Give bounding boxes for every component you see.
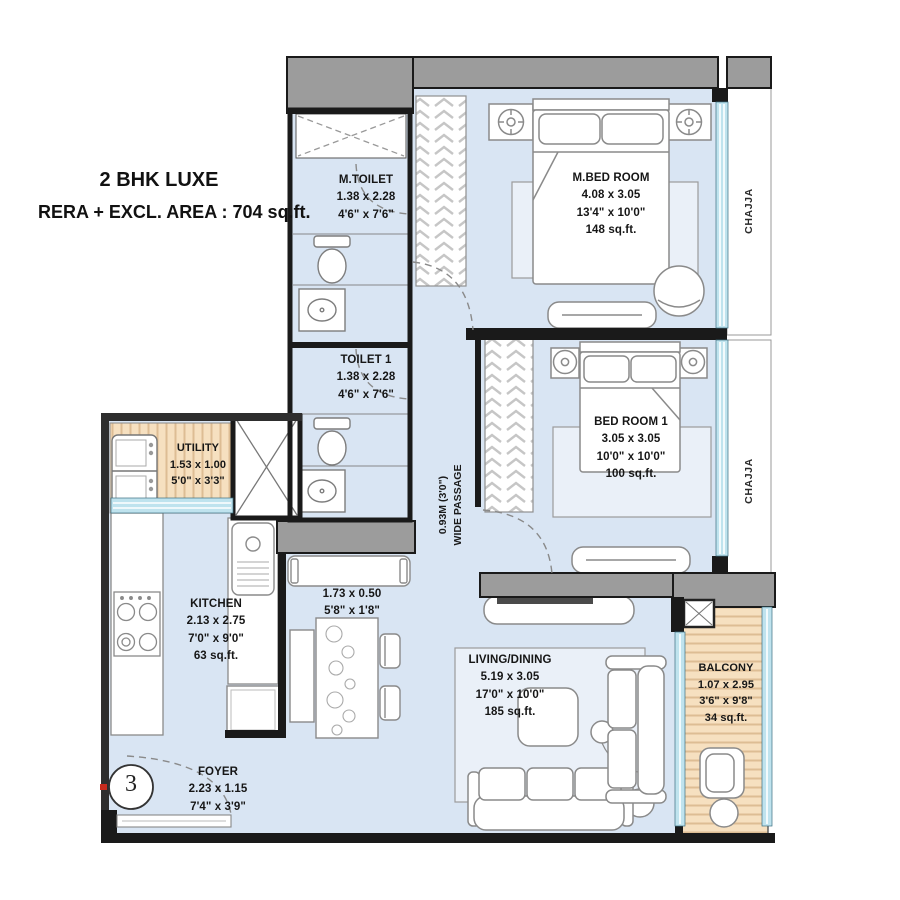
sink-icon (231, 522, 275, 596)
window (715, 339, 729, 557)
room-label-toilet1: TOILET 1 1.38 x 2.28 4'6" x 7'6" (336, 354, 396, 401)
room-label-living-dining: LIVING/DINING 5.19 x 3.05 17'0" x 10'0" … (468, 654, 552, 718)
window (674, 631, 686, 827)
balcony-chair-icon (699, 747, 745, 799)
living-furniture (467, 595, 667, 831)
fridge-icon (226, 685, 280, 735)
kitchen-platform-icon (287, 555, 411, 587)
wc-icon (313, 417, 351, 466)
toilet-fixtures (293, 113, 409, 513)
lamp-icon (675, 108, 703, 136)
wc-icon (313, 235, 351, 284)
room-label-bedroom1: BED ROOM 1 3.05 x 3.05 10'0" x 10'0" 100… (594, 416, 668, 480)
door-swing-arcs (126, 163, 553, 815)
sofa-icon (467, 767, 634, 831)
dresser-icon (547, 301, 657, 329)
wardrobe-icons (415, 95, 534, 513)
dining-furniture (287, 555, 411, 739)
tv-console-icon (483, 595, 635, 625)
stove-icon (113, 591, 161, 657)
entrance-door-leaf (116, 814, 232, 828)
room-label-balcony: BALCONY 1.07 x 2.95 3'6" x 9'8" 34 sq.ft… (697, 662, 755, 724)
lamp-icon (552, 349, 578, 375)
washing-machine-icon (111, 434, 158, 508)
balcony-railing (761, 606, 773, 827)
unit-number-circle (108, 764, 154, 810)
chajja-strips (726, 87, 772, 581)
sofa-icon (605, 655, 667, 804)
bed-icon (579, 341, 681, 473)
counter-dimension-label: 1.73 x 0.50 5'8" x 1'8" (322, 588, 382, 618)
table-decor (325, 625, 356, 736)
shower-icon (295, 113, 407, 159)
window (715, 101, 729, 329)
window (110, 497, 234, 514)
plan-title-line2: RERA + EXCL. AREA : 704 sq.ft. (38, 202, 311, 222)
room-label-foyer: FOYER 2.23 x 1.15 7'4" x 3'9" (188, 766, 248, 813)
chair-icon (379, 633, 401, 669)
windows (110, 101, 773, 827)
balcony-furniture (699, 747, 745, 828)
structural-slabs (276, 56, 776, 608)
duct-icon (682, 598, 716, 629)
unit-number: 3 (125, 771, 137, 797)
washbasin-icon (298, 469, 346, 513)
kitchen-fixtures (110, 512, 280, 736)
m-bedroom-furniture (488, 98, 712, 329)
room-label-m-toilet: M.TOILET 1.38 x 2.28 4'6" x 7'6" (336, 174, 396, 221)
bed-icon (532, 98, 670, 285)
chajja-label-upper: CHAJJA (743, 188, 755, 234)
chajja-label-lower: CHAJJA (743, 458, 755, 504)
entry-marker (100, 784, 107, 790)
lamp-icon (497, 108, 525, 136)
washbasin-icon (298, 288, 346, 332)
lamp-icon (680, 349, 706, 375)
chair-icon (379, 685, 401, 721)
armchair-icon (653, 265, 705, 317)
coffee-table-icon (517, 687, 579, 747)
sideboard-icon (289, 629, 315, 723)
walls (101, 88, 775, 843)
room-label-m-bedroom: M.BED ROOM 4.08 x 3.05 13'4" x 10'0" 148… (572, 172, 650, 236)
balcony-stool-icon (709, 798, 739, 828)
passage-label: 0.93M (3'0") WIDE PASSAGE (437, 464, 465, 546)
plan-title: 2 BHK LUXE RERA + EXCL. AREA : 704 sq.ft… (38, 168, 311, 224)
dresser-icon (571, 546, 691, 574)
room-label-kitchen: KITCHEN 2.13 x 2.75 7'0" x 9'0" 63 sq.ft… (186, 598, 246, 662)
bedroom1-furniture (550, 341, 708, 574)
room-label-utility: UTILITY 1.53 x 1.00 5'0" x 3'3" (169, 442, 227, 487)
plan-title-line1: 2 BHK LUXE (99, 169, 219, 191)
